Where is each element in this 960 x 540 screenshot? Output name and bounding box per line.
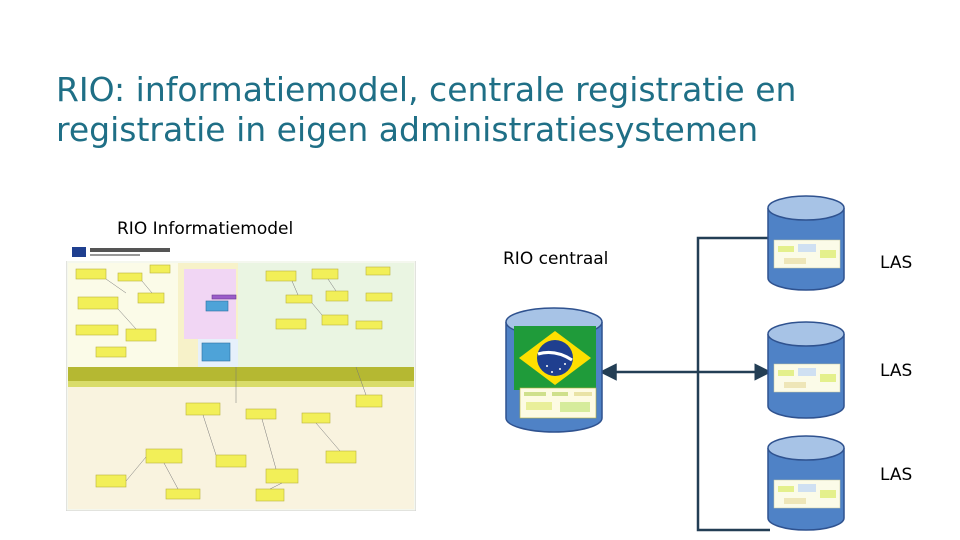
title-line-1: RIO: informatiemodel, centrale registrat… <box>56 70 797 109</box>
las-label: LAS <box>880 361 913 381</box>
las-label: LAS <box>880 465 913 485</box>
las-database-cylinder <box>767 195 845 291</box>
connector-bracket <box>696 236 770 532</box>
central-label: RIO centraal <box>503 249 609 269</box>
page-title: RIO: informatiemodel, centrale registrat… <box>56 70 916 150</box>
record-card <box>519 387 597 419</box>
model-label: RIO Informatiemodel <box>117 219 294 239</box>
uml-diagram-thumbnail <box>66 243 416 511</box>
las-database-cylinder <box>767 321 845 419</box>
central-database-cylinder <box>505 307 603 433</box>
brazil-flag-icon <box>514 326 596 390</box>
las-label: LAS <box>880 253 913 273</box>
las-database-cylinder <box>767 435 845 531</box>
title-line-2: registratie in eigen administratiesystem… <box>56 110 759 149</box>
connector-lines <box>599 236 772 532</box>
